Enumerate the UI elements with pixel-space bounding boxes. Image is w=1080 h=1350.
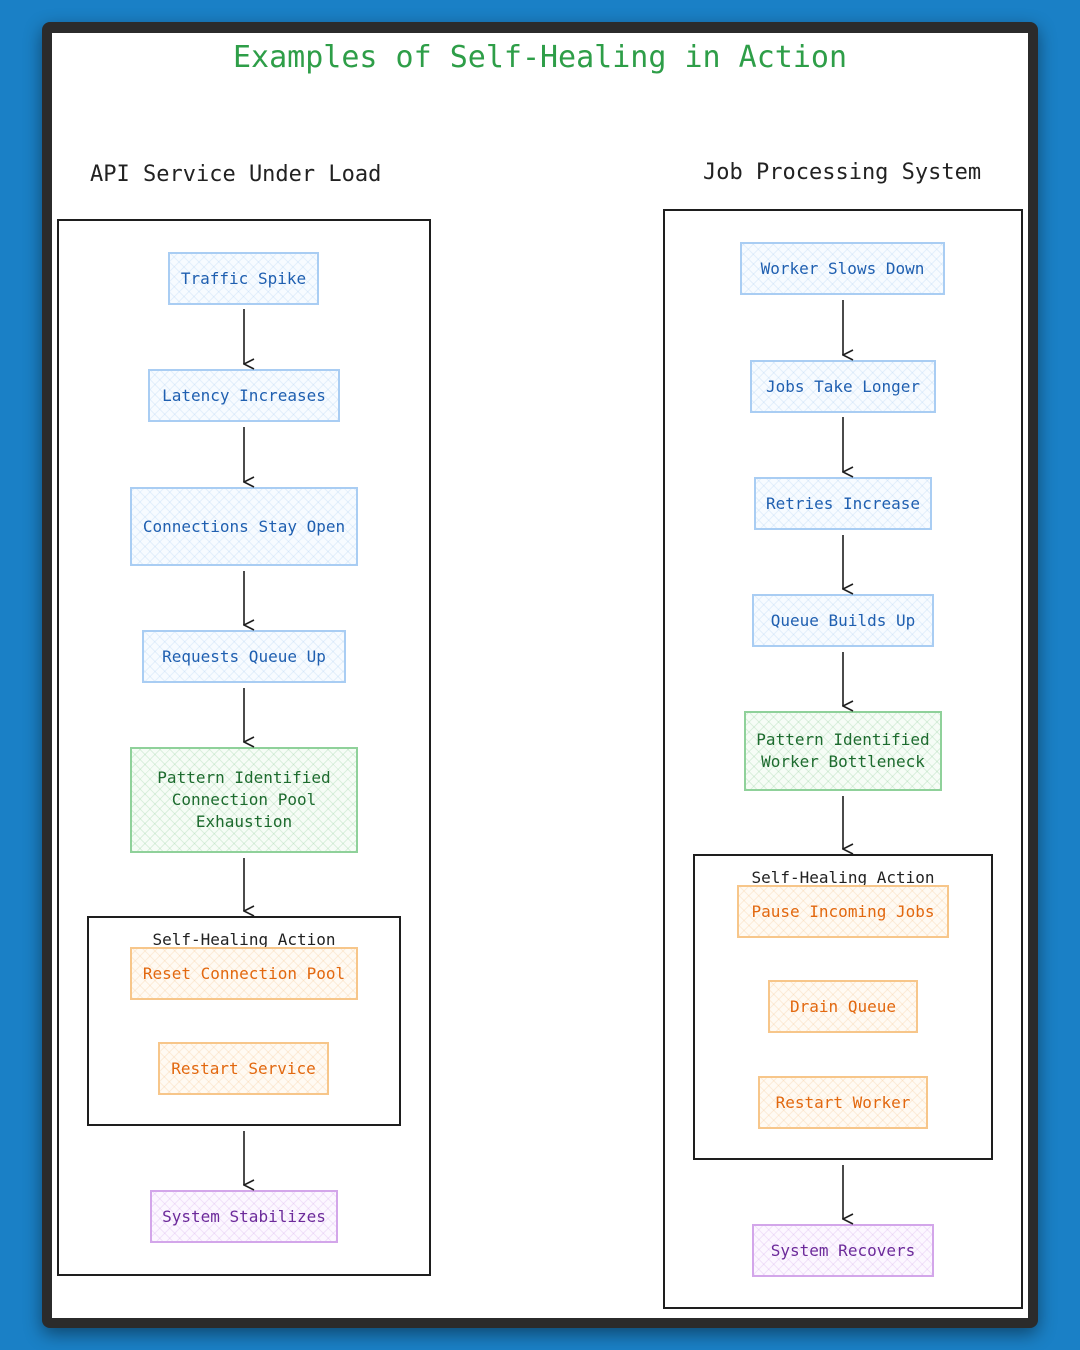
right-group-container xyxy=(663,209,1023,1309)
left-section-heading: API Service Under Load xyxy=(90,162,382,187)
left-self-healing-label: Self-Healing Action xyxy=(152,930,336,949)
right-self-healing-group: Self-Healing Action xyxy=(693,854,993,1160)
node-latency-increases: Latency Increases xyxy=(148,369,340,422)
left-self-healing-group: Self-Healing Action xyxy=(87,916,401,1126)
right-self-healing-label: Self-Healing Action xyxy=(751,868,935,887)
node-traffic-spike: Traffic Spike xyxy=(168,252,319,305)
node-connections-stay-open: Connections Stay Open xyxy=(130,487,358,566)
node-retries-increase: Retries Increase xyxy=(754,477,932,530)
diagram-title: Examples of Self-Healing in Action xyxy=(232,40,848,75)
node-pause-incoming-jobs: Pause Incoming Jobs xyxy=(737,885,949,938)
node-drain-queue: Drain Queue xyxy=(768,980,918,1033)
node-system-recovers: System Recovers xyxy=(752,1224,934,1277)
node-queue-builds-up: Queue Builds Up xyxy=(752,594,934,647)
node-worker-slows-down: Worker Slows Down xyxy=(740,242,945,295)
node-pattern-connection-pool: Pattern Identified Connection Pool Exhau… xyxy=(130,747,358,853)
left-group-container xyxy=(57,219,431,1276)
node-restart-service: Restart Service xyxy=(158,1042,329,1095)
node-pattern-worker-bottleneck: Pattern Identified Worker Bottleneck xyxy=(744,711,942,791)
node-jobs-take-longer: Jobs Take Longer xyxy=(750,360,936,413)
node-requests-queue-up: Requests Queue Up xyxy=(142,630,346,683)
right-section-heading: Job Processing System xyxy=(703,160,982,185)
node-restart-worker: Restart Worker xyxy=(758,1076,928,1129)
node-system-stabilizes: System Stabilizes xyxy=(150,1190,338,1243)
node-reset-connection-pool: Reset Connection Pool xyxy=(130,947,358,1000)
